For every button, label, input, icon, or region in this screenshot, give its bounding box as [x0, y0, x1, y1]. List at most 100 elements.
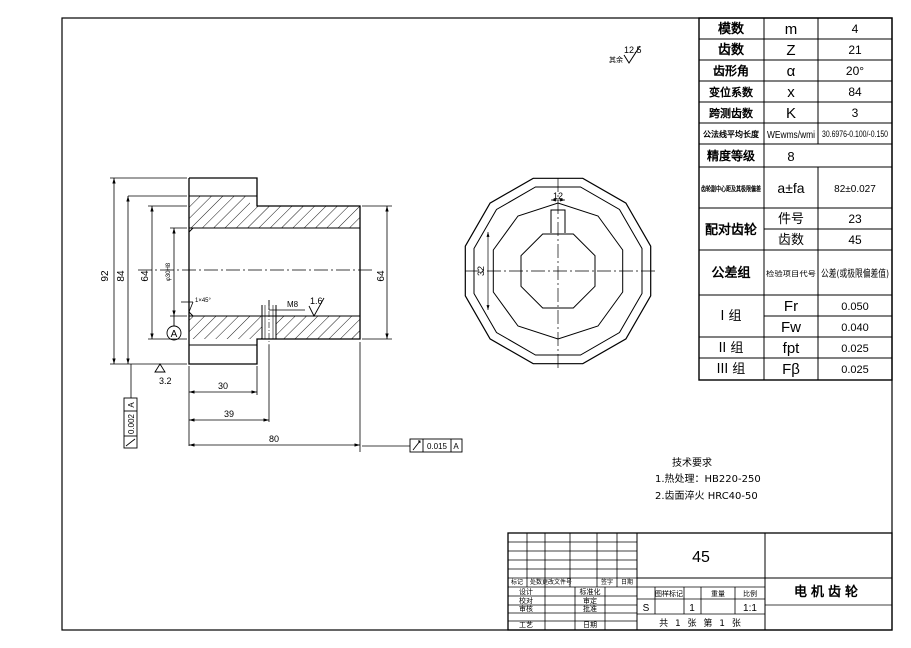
param-value-module: 4 [852, 22, 859, 36]
tol-group-1: I 组 [721, 309, 742, 324]
mating-teeth-label: 齿数 [778, 233, 804, 248]
param-label-center: 齿轮副中心距及其极限偏差 [701, 184, 761, 193]
dim-keyway-width: 12 [553, 191, 563, 201]
title-block [507, 532, 893, 631]
mating-part-label: 件号 [778, 212, 804, 227]
runout-icon-left [125, 438, 136, 447]
change-header-count: 处数 [530, 578, 542, 586]
param-value-span-teeth: 3 [852, 106, 859, 120]
role-approve-1: 审定 [583, 596, 597, 605]
roughness-1-6: 1.6 [310, 296, 323, 306]
material: 45 [692, 549, 710, 566]
param-symbol-module: m [785, 21, 798, 38]
roughness-note-text: 其余 [609, 55, 623, 64]
param-label-pressure-angle: 齿形角 [713, 63, 749, 78]
param-label-shift: 变位系数 [709, 85, 754, 99]
tol-code-fr: Fr [784, 298, 798, 315]
runout-icon [412, 440, 421, 451]
tol-value-fbeta: 0.025 [841, 364, 869, 376]
dim-84: 84 [116, 270, 127, 282]
tol-group-3: III 组 [717, 362, 746, 377]
param-label-span-teeth: 跨测齿数 [709, 106, 754, 120]
change-header-doc: 更改文件号 [542, 578, 572, 586]
gtol-right-datum: A [453, 442, 459, 451]
dim-keyway-depth: 32 [476, 266, 486, 276]
param-label-module: 模数 [718, 21, 745, 37]
dim-64-left: 64 [140, 270, 151, 282]
gtol-right-value: 0.015 [427, 442, 448, 451]
param-value-wk: 30.6976-0.100/-0.150 [822, 129, 888, 139]
tech-req-line-2: 2.齿面淬火 HRC40-50 [655, 489, 758, 502]
mating-teeth-value: 45 [848, 233, 862, 247]
role-date: 日期 [583, 621, 597, 629]
datum-symbol: A [166, 316, 182, 341]
gtol-left-datum: A [127, 402, 136, 408]
gear-end-view [464, 177, 655, 370]
gtol-frame-left: 0.002 A [123, 364, 138, 449]
param-value-teeth: 21 [848, 43, 862, 57]
tolerance-group-header: 公差组 [711, 265, 750, 281]
sheet-count: 共 1 张 第 1 张 [659, 617, 743, 629]
stage-header-scale: 比例 [743, 589, 757, 598]
dim-chamfer: 1×45° [195, 298, 212, 304]
tol-value-fw: 0.040 [841, 322, 869, 334]
tolerance-value-header: 公差(或极限偏差值) [821, 267, 889, 280]
param-label-teeth: 齿数 [718, 42, 745, 58]
mating-label: 配对齿轮 [705, 222, 757, 238]
param-value-grade: 8 [787, 149, 794, 164]
tol-code-fw: Fw [781, 319, 801, 336]
roughness-1-6-icon [308, 297, 325, 317]
dim-39: 39 [224, 409, 234, 419]
title-block-text: 45 电机齿轮 标记 处数 更改文件号 签字 日期 设计 校对 审核 工艺 标准… [511, 549, 858, 629]
gear-section-view [138, 177, 375, 365]
tech-req-line-1: 1.热处理：HB220-250 [655, 472, 761, 485]
mating-part-value: 23 [848, 212, 862, 226]
stage-header-mark: 图样标记 [655, 589, 683, 598]
role-approve-2: 批准 [583, 604, 597, 613]
role-process: 工艺 [519, 621, 533, 629]
gtol-left-value: 0.002 [127, 413, 136, 434]
param-value-center: 82±0.027 [834, 184, 876, 195]
scale-value: 1:1 [743, 603, 757, 614]
dim-92: 92 [100, 270, 111, 282]
gear-parameter-table [698, 17, 893, 381]
drawing-border [61, 17, 893, 631]
roughness-symbol-icon [623, 45, 641, 64]
stage-mark: S [643, 603, 650, 614]
param-symbol-teeth: Z [786, 42, 795, 59]
param-label-wk: 公法线平均长度 [703, 129, 760, 139]
param-symbol-center: a±fa [777, 180, 804, 196]
param-symbol-wk: WEwms/wmi [767, 130, 815, 141]
roughness-note: 其余 12.5 [609, 45, 642, 64]
tolerance-item-header: 检验项目代号 [766, 269, 816, 278]
change-header-mark: 标记 [511, 578, 523, 586]
dim-phi30: φ30H8 [166, 262, 172, 281]
tol-code-fpt: fpt [783, 340, 801, 357]
param-symbol-span-teeth: K [786, 105, 796, 122]
weight-value: 1 [689, 603, 695, 614]
datum-label: A [171, 329, 178, 340]
param-value-pressure-angle: 20° [846, 64, 864, 78]
gtol-frame-right: 0.015 A [409, 438, 463, 453]
param-label-grade: 精度等级 [707, 148, 755, 163]
roughness-3-2-icon [154, 363, 166, 373]
dim-80: 80 [269, 434, 279, 444]
roughness-marks [154, 297, 325, 373]
tol-value-fpt: 0.025 [841, 343, 869, 355]
gear-parameter-text: 模数 m 4 齿数 Z 21 齿形角 α 20° 变位系数 x 84 跨测齿数 … [701, 21, 889, 378]
dim-30: 30 [218, 381, 228, 391]
param-symbol-pressure-angle: α [787, 63, 796, 80]
change-header-sign: 签字 [601, 578, 613, 586]
tol-group-2: II 组 [719, 341, 744, 356]
change-header-date: 日期 [621, 578, 633, 586]
roughness-3-2: 3.2 [159, 376, 172, 386]
section-dimension-text: 92 84 64 φ30H8 64 1×45° M8 30 39 80 [100, 262, 387, 444]
role-review: 审核 [519, 604, 533, 613]
param-value-shift: 84 [848, 85, 862, 99]
technical-requirements: 技术要求 1.热处理：HB220-250 2.齿面淬火 HRC40-50 [655, 456, 761, 502]
dim-m8: M8 [287, 300, 299, 309]
tol-value-fr: 0.050 [841, 301, 869, 313]
tol-code-fbeta: Fβ [782, 361, 800, 378]
role-standard: 标准化 [580, 587, 601, 596]
